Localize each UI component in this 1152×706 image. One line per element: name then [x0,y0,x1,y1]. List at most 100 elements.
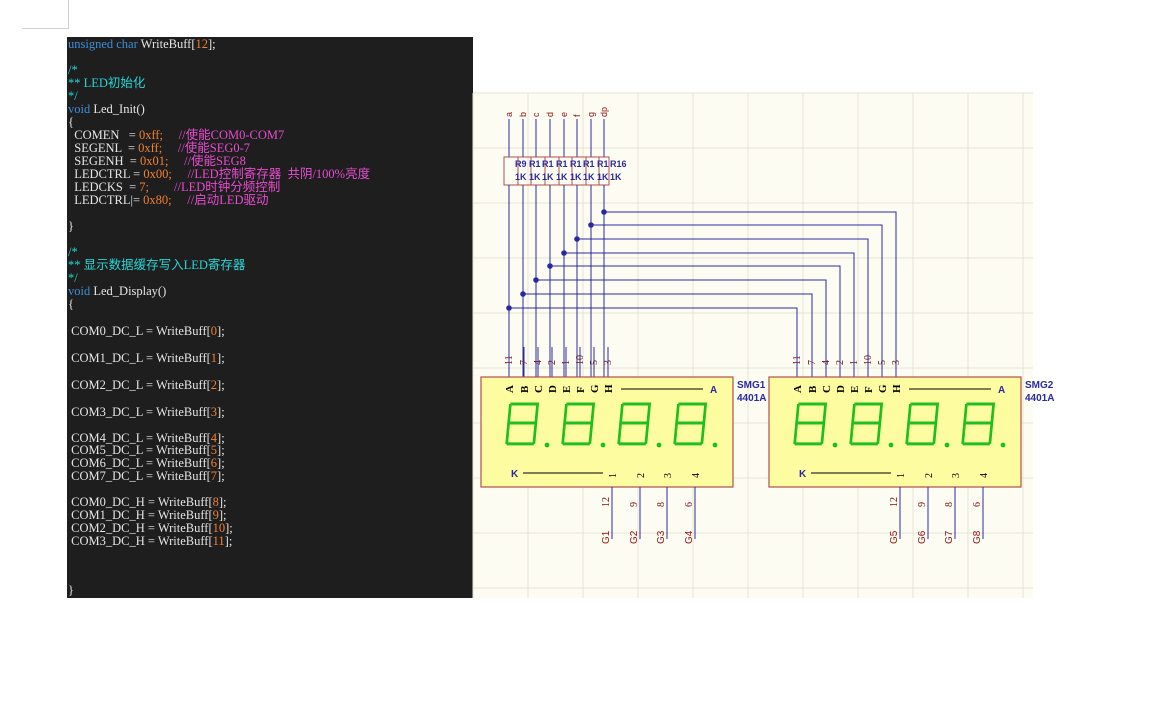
junction-dot [574,236,580,242]
common-net-label: G6 [917,530,928,544]
code-line: ** 显示数据缓存写入LED寄存器 [68,258,246,272]
resistor-ref: R1 [583,159,595,169]
resistor-value: 1K [570,172,582,182]
junction-dot [533,277,539,283]
led-digit-segments [505,402,540,446]
segment-pin-letter: C [821,385,833,393]
resistor-value: 1K [597,172,609,182]
net-label-b: b [518,112,528,117]
junction-dot [547,263,553,269]
segment-bus-wire [564,252,855,377]
common-pin-number: 9 [629,502,640,507]
code-line: */ [68,271,78,285]
digit-pin-label: 3 [663,473,674,478]
seven-segment-display-body [480,376,734,488]
code-line: } [68,219,74,233]
common-pin-number: 6 [972,502,983,507]
code-line: COM2_DC_H = WriteBuff[10]; [68,521,233,535]
common-net-label: G4 [684,530,695,544]
common-net-label: G7 [944,530,955,544]
led-decimal-point [832,442,838,448]
code-line: SEGENH = 0x01; //使能SEG8 [68,154,246,168]
common-pin-number: 8 [944,502,955,507]
led-digit [849,402,884,446]
common-net-label: G2 [629,530,640,544]
code-line: COM4_DC_L = WriteBuff[4]; [68,431,225,445]
resistor-value: 1K [542,172,554,182]
segment-pin-letter: G [589,384,601,393]
led-decimal-point [944,442,950,448]
common-net-label: G5 [889,530,900,544]
segment-pin-letter: D [835,385,847,393]
junction-dot [506,305,512,311]
segment-pin-letter: E [561,386,573,393]
net-label-g: g [586,112,596,117]
junction-dot [601,209,607,215]
code-line: SEGENL = 0xff; //使能SEG0-7 [68,141,251,155]
common-pin-number: 9 [917,502,928,507]
resistor-ref: R1 [529,159,541,169]
led-digit-segments [617,402,652,446]
digit-pin-label: 1 [608,473,619,478]
led-digit [673,402,708,446]
code-line: { [68,297,74,311]
common-net-label: G8 [972,530,983,544]
segment-pin-letter: B [519,385,531,393]
resistor-value: 1K [515,172,527,182]
code-line: LEDCKS = 7; //LED时钟分频控制 [68,180,281,194]
common-pin-number: 12 [889,497,900,507]
led-digit [617,402,652,446]
led-decimal-point [600,442,606,448]
common-pin-number: 8 [656,502,667,507]
segment-bus-wire [591,224,883,377]
net-label-a: a [504,112,514,117]
display-designator: SMG2 [1025,380,1054,391]
led-decimal-point [544,442,550,448]
led-digit-segments [905,402,940,446]
led-digit-segments [849,402,884,446]
led-digit [505,402,540,446]
segment-pin-letter: A [504,385,516,393]
resistor-value: 1K [583,172,595,182]
led-digit-segments [561,402,596,446]
resistor-ref: R1 [556,159,568,169]
common-pin-number: 12 [601,497,612,507]
led-digit-segments [961,402,996,446]
net-label-c: c [531,112,541,117]
code-line: */ [68,89,78,103]
net-label-e: e [559,112,569,117]
net-label-d: d [545,112,555,117]
common-net-label: G1 [601,530,612,544]
cathode-label: K [799,469,807,480]
code-line: COM7_DC_L = WriteBuff[7]; [68,469,225,483]
display-part-number: 4401A [737,393,766,404]
led-digit [905,402,940,446]
digit-pin-label: 3 [951,473,962,478]
code-line: COM1_DC_L = WriteBuff[1]; [68,351,225,365]
code-editor[interactable]: unsigned char WriteBuff[12]; /* ** LED初始… [67,37,473,598]
segment-pin-letter: H [603,384,615,393]
resistor-ref: R1 [570,159,582,169]
seven-segment-display-body [768,376,1022,488]
resistor-value: 1K [529,172,541,182]
code-line: LEDCTRL = 0x00; //LED控制寄存器 共阴/100%亮度 [68,167,371,181]
net-label-f: f [572,114,582,117]
code-line: COMEN = 0xff; //使能COM0-COM7 [68,128,285,142]
code-line: } [68,583,74,597]
code-line: void Led_Display() [68,284,167,298]
led-digit-segments [793,402,828,446]
segment-bus-wire [577,238,869,377]
anode-label: A [710,385,717,396]
led-decimal-point [888,442,894,448]
code-line: /* [68,63,78,77]
segment-pin-letter: F [575,386,587,393]
code-line: /* [68,245,78,259]
segment-pin-letter: A [792,385,804,393]
segment-pin-letter: D [547,385,559,393]
document-corner-mark [22,0,69,29]
code-line: void Led_Init() [68,102,145,116]
segment-pin-letter: G [877,384,889,393]
junction-dot [520,291,526,297]
led-digit-segments [673,402,708,446]
